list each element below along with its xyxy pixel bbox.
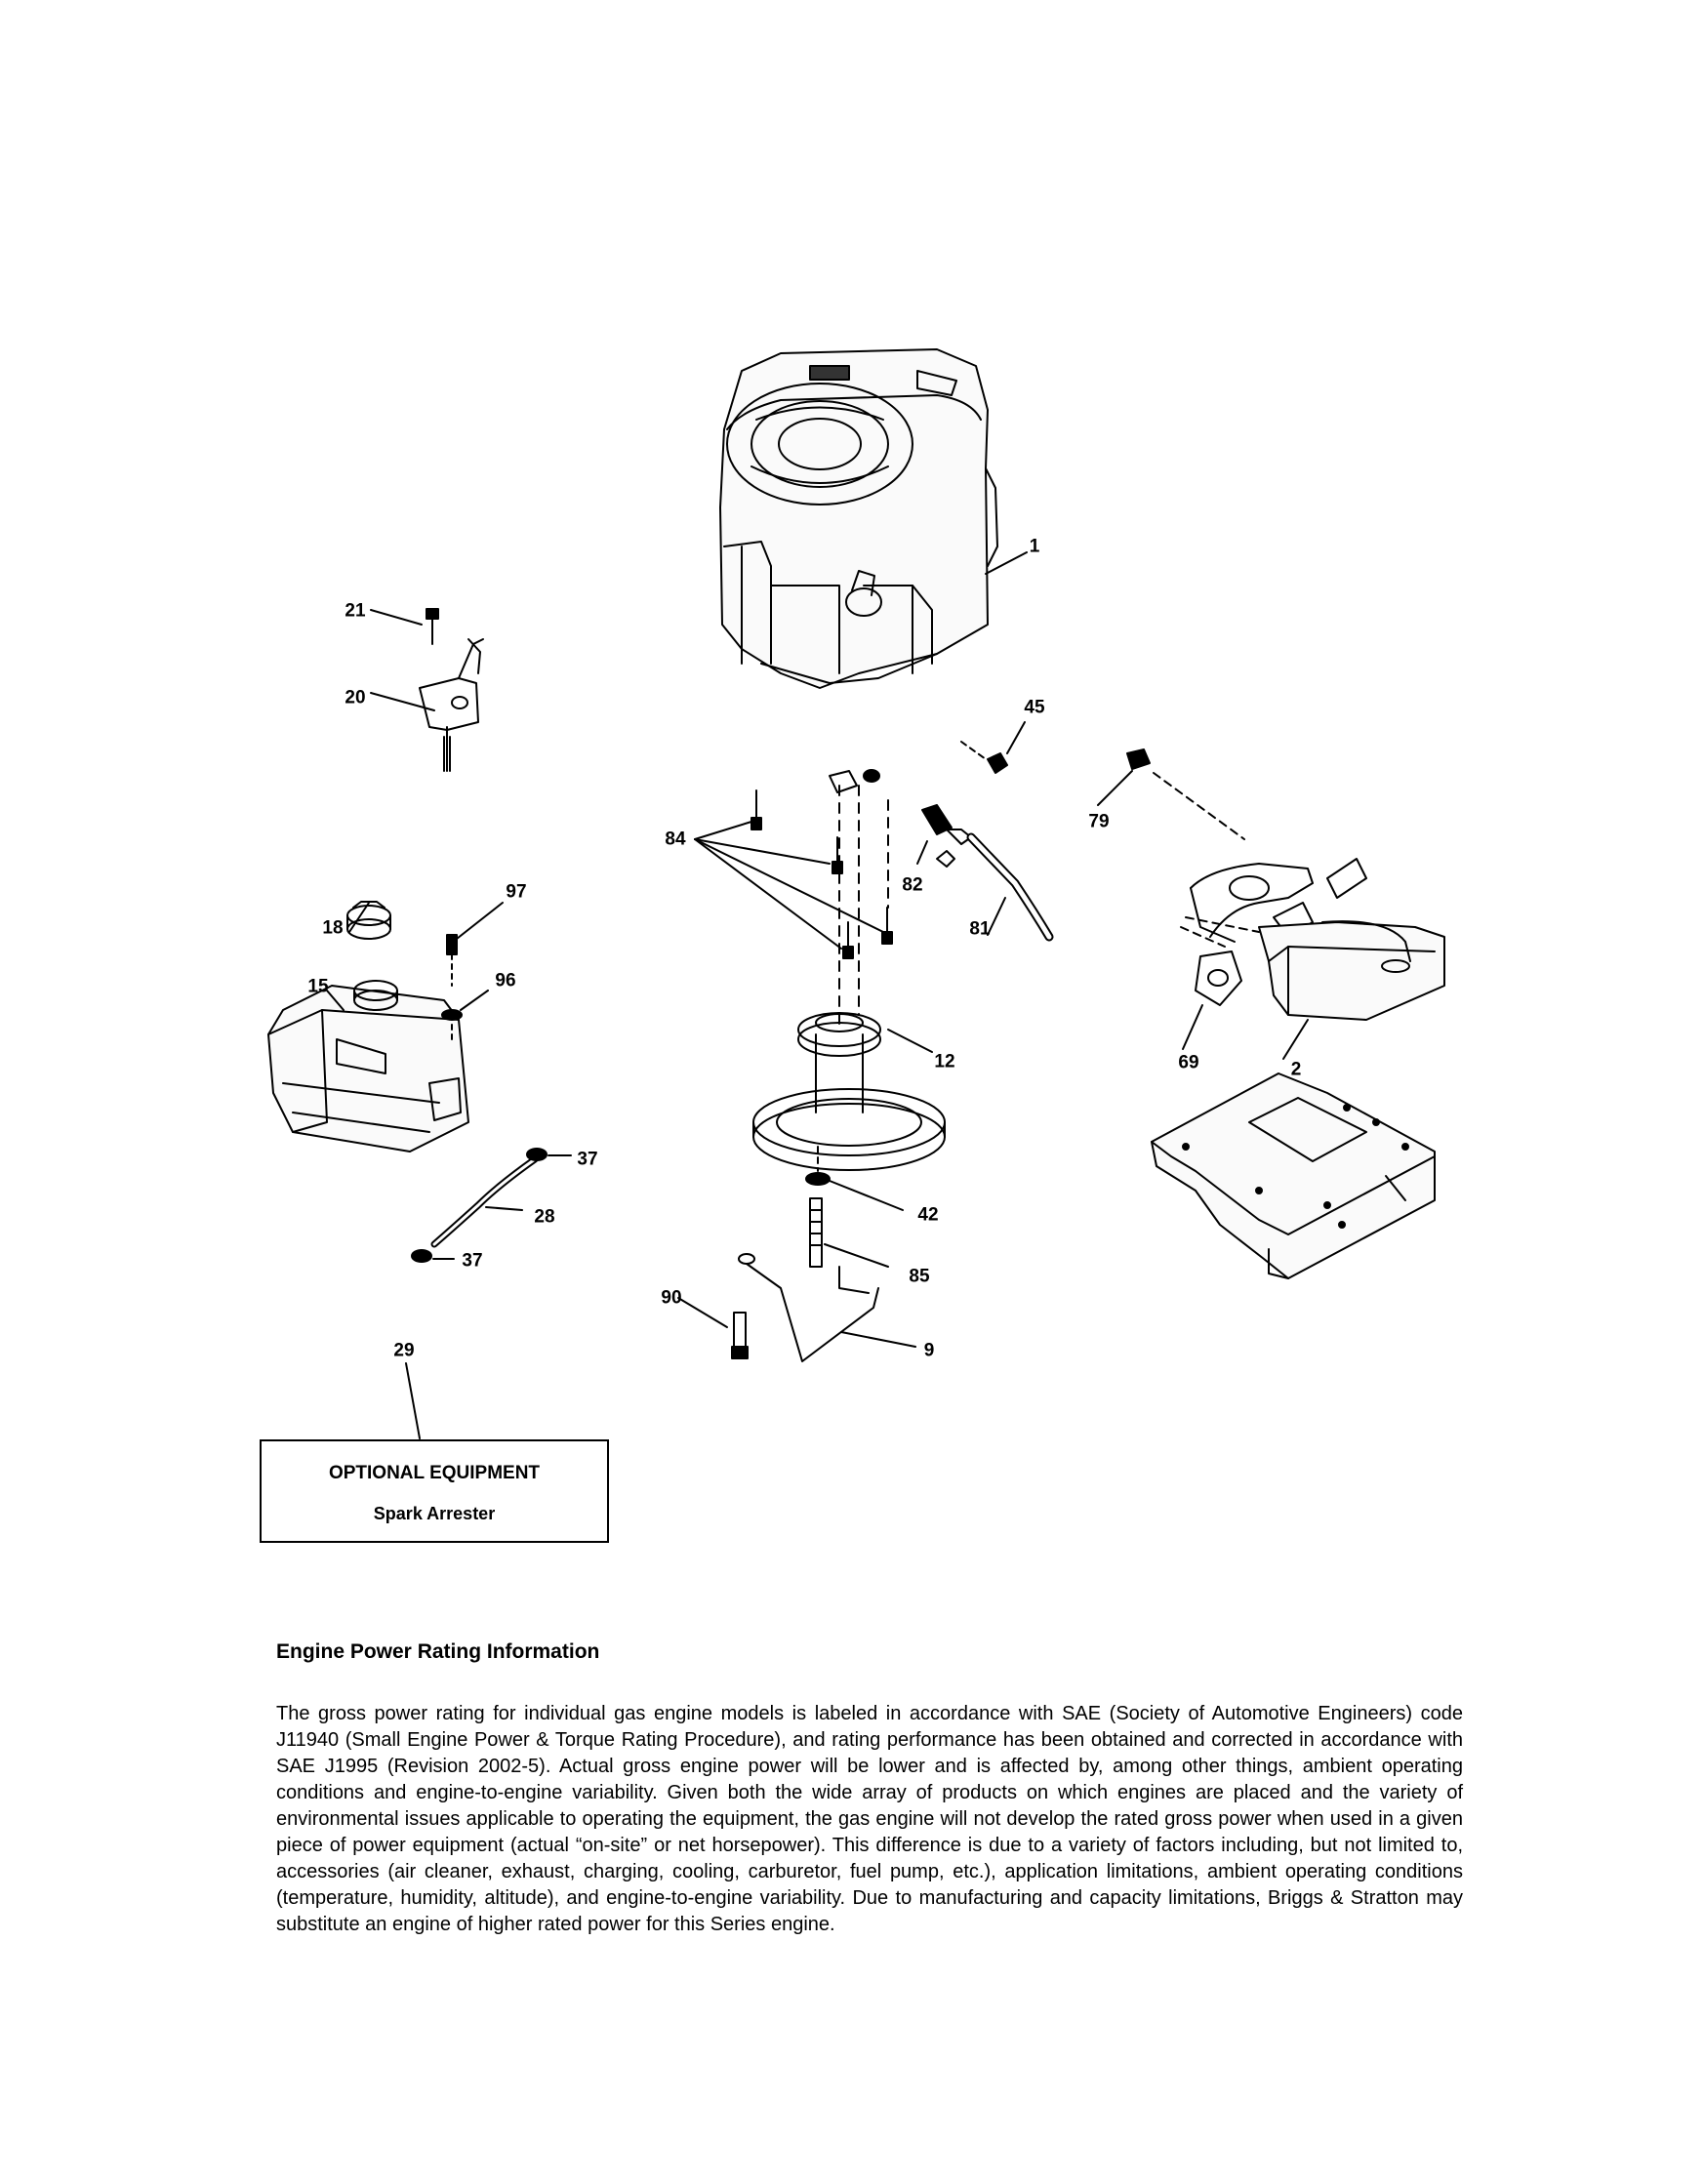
callout-18: 18 bbox=[322, 917, 344, 939]
throttle-bracket bbox=[419, 608, 484, 772]
callout-21: 21 bbox=[345, 600, 366, 622]
engine-base-plate bbox=[1151, 1072, 1436, 1279]
callout-82: 82 bbox=[902, 874, 923, 896]
optional-equipment-box: OPTIONAL EQUIPMENT Spark Arrester bbox=[260, 1439, 609, 1543]
callout-12: 12 bbox=[934, 1051, 955, 1072]
fuel-tank bbox=[267, 980, 469, 1153]
bolts-84 bbox=[751, 789, 893, 959]
callout-45: 45 bbox=[1024, 697, 1045, 718]
callout-2: 2 bbox=[1290, 1059, 1302, 1080]
callout-29: 29 bbox=[393, 1340, 415, 1361]
optional-equipment-item: Spark Arrester bbox=[373, 1504, 496, 1523]
optional-equipment-title: OPTIONAL EQUIPMENT bbox=[328, 1463, 541, 1483]
callout-20: 20 bbox=[345, 687, 366, 708]
callout-15: 15 bbox=[307, 976, 329, 997]
power-rating-body: The gross power rating for individual ga… bbox=[276, 1703, 1463, 1935]
fuel-cap bbox=[346, 901, 391, 940]
callout-42: 42 bbox=[917, 1204, 939, 1226]
callout-81: 81 bbox=[969, 918, 991, 940]
callout-1: 1 bbox=[1029, 536, 1040, 557]
engine bbox=[719, 348, 998, 689]
callout-96: 96 bbox=[495, 970, 516, 991]
callout-37-lower: 37 bbox=[462, 1250, 483, 1272]
power-rating-section: Engine Power Rating Information The gros… bbox=[276, 1640, 1463, 1938]
power-rating-heading: Engine Power Rating Information bbox=[276, 1640, 600, 1663]
callout-85: 85 bbox=[909, 1266, 930, 1287]
pulley bbox=[752, 1012, 946, 1171]
callout-28: 28 bbox=[534, 1206, 555, 1228]
callout-9: 9 bbox=[923, 1340, 935, 1361]
gasket bbox=[1195, 950, 1242, 1006]
callout-79: 79 bbox=[1088, 811, 1110, 832]
callout-90: 90 bbox=[661, 1287, 682, 1309]
callout-69: 69 bbox=[1178, 1052, 1199, 1073]
callout-37-upper: 37 bbox=[577, 1149, 598, 1170]
callout-97: 97 bbox=[506, 881, 527, 903]
callout-84: 84 bbox=[665, 829, 686, 850]
muffler bbox=[1190, 858, 1445, 1021]
